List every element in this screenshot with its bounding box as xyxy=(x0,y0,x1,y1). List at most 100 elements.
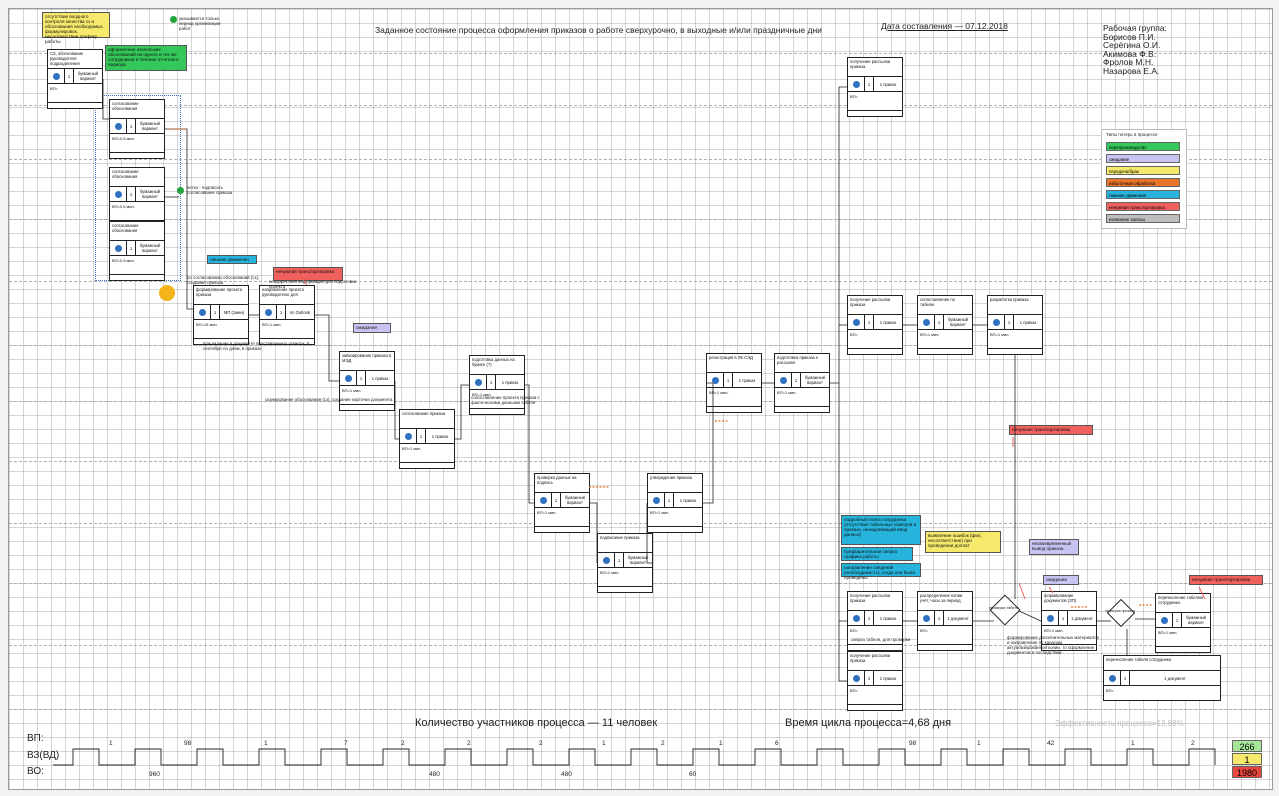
note-multiple-justifications: оформление нескольких обоснований на одн… xyxy=(105,45,187,71)
cycle-time: Время цикла процесса=4,68 дня xyxy=(785,717,952,729)
flow-lines xyxy=(53,79,1216,766)
operator-icon xyxy=(264,308,272,316)
swimlane-divider xyxy=(9,53,1272,54)
waste-note-motion: направление сведений (необходимость), ко… xyxy=(841,563,921,580)
note-input-control: отсутствие входного контроля качества сз… xyxy=(42,12,110,44)
operator-icon xyxy=(852,614,860,622)
operator-icon xyxy=(922,318,930,326)
total-vo-value: 1980 xyxy=(1236,768,1258,778)
swimlane-divider xyxy=(9,281,1272,282)
free-note: формирование дополнительных материалов и… xyxy=(1007,635,1099,655)
free-note: сверка табеля, для проверки xyxy=(851,637,911,642)
timeline-tick-lower: 960 xyxy=(149,771,160,778)
operator-icon xyxy=(711,376,719,384)
operator-icon xyxy=(602,556,610,564)
operator-icon xyxy=(1160,616,1168,624)
timeline-tick-upper: 98 xyxy=(184,740,192,747)
legend-item-overprocessing: избыточная обработка xyxy=(1106,178,1180,187)
waste-note-waiting: несвоевременный вывод приказа xyxy=(1029,539,1079,555)
decision-label: проверка табеля xyxy=(989,606,1019,610)
legend-title: Типы потерь в процессе xyxy=(1106,132,1158,137)
waste-note-motion: лишние движения xyxy=(207,255,257,264)
waste-note-waiting: ожидание xyxy=(1043,575,1079,585)
operator-icon xyxy=(344,374,352,382)
timeline-tick-upper: 2 xyxy=(661,740,665,747)
legend-item-motion: лишние движения xyxy=(1106,190,1180,199)
timeline-label-vo: ВО: xyxy=(27,766,44,777)
swimlane-divider xyxy=(9,105,1272,106)
timeline-tick-lower: 60 xyxy=(689,771,697,778)
timeline-tick-upper: 2 xyxy=(1191,740,1195,747)
process-efficiency: Эффективность процесса=13,88% xyxy=(1055,719,1184,728)
total-vz: 1 xyxy=(1232,753,1262,765)
green-marker-icon xyxy=(170,16,177,23)
timeline-tick-upper: 6 xyxy=(775,740,779,747)
swimlane-divider xyxy=(9,345,1272,346)
waste-note-transport: ненужная транспортировка xyxy=(273,267,343,281)
operator-icon xyxy=(539,496,547,504)
work-group: Рабочая группа: Борисов П.И. Серёгина О.… xyxy=(1103,24,1167,75)
operator-icon xyxy=(198,308,206,316)
operator-icon xyxy=(404,432,412,440)
note-period-only: указывается только период организации ра… xyxy=(179,16,221,31)
waste-note-motion: подробный поиск сотрудника (отсутствие т… xyxy=(841,515,921,545)
legend-item-inventory: излишние запасы xyxy=(1106,214,1180,223)
timeline-tick-upper: 1 xyxy=(602,740,606,747)
kaizen-burst-icon xyxy=(159,285,175,301)
decision-label: проверка приказа xyxy=(1105,609,1135,613)
legend-item-overproduction: перепроизводство xyxy=(1106,142,1180,151)
operator-icon xyxy=(922,614,930,622)
process-card: распределение копии учёт, часы за период… xyxy=(917,591,973,651)
timeline-label-vz: ВЗ(ВД) xyxy=(27,750,60,761)
operator-icon xyxy=(52,72,60,80)
vsm-sheet: Заданное состояние процесса оформления п… xyxy=(8,8,1273,790)
work-group-member: Борисов П.И. xyxy=(1103,31,1156,42)
waste-note-motion: предварительная сверка графика работы xyxy=(841,547,913,561)
timeline-tick-upper: 1 xyxy=(719,740,723,747)
work-group-title: Рабочая группа: xyxy=(1103,23,1167,33)
legend-item-waiting: ожидание xyxy=(1106,154,1180,163)
work-group-member: Акимова Ф.В. xyxy=(1103,48,1157,59)
work-group-member: Серёгина О.И. xyxy=(1103,40,1161,50)
operator-icon xyxy=(652,496,660,504)
timeline-tick-lower: 480 xyxy=(429,771,440,778)
operator-icon xyxy=(1046,614,1054,622)
timeline-tick-upper: 1 xyxy=(977,740,981,747)
participants-count: Количество участников процесса — 11 чело… xyxy=(415,717,658,729)
total-vz-value: 1 xyxy=(1244,755,1250,765)
timeline-label-vp: ВП: xyxy=(27,733,44,744)
green-marker-icon xyxy=(177,187,184,194)
waste-note-transport: ненужная транспортировка xyxy=(1009,425,1093,435)
timeline-tick-lower: 480 xyxy=(561,771,572,778)
timeline-tick-upper: 98 xyxy=(909,740,917,747)
operator-icon xyxy=(992,318,1000,326)
swimlane-divider xyxy=(9,461,1272,462)
total-vo: 1980 xyxy=(1232,766,1262,778)
timeline-tick-upper: 2 xyxy=(467,740,471,747)
waste-legend: Типы потерь в процессе перепроизводство … xyxy=(1101,129,1187,229)
waste-note-waiting: ожидание xyxy=(353,323,391,333)
operator-icon xyxy=(779,376,787,384)
swimlane-divider xyxy=(9,219,1272,220)
timeline-tick-upper: 7 xyxy=(344,740,348,747)
operator-icon xyxy=(1108,674,1116,682)
total-vp-value: 266 xyxy=(1239,742,1255,752)
legend-item-defects: передача/брак xyxy=(1106,166,1180,175)
